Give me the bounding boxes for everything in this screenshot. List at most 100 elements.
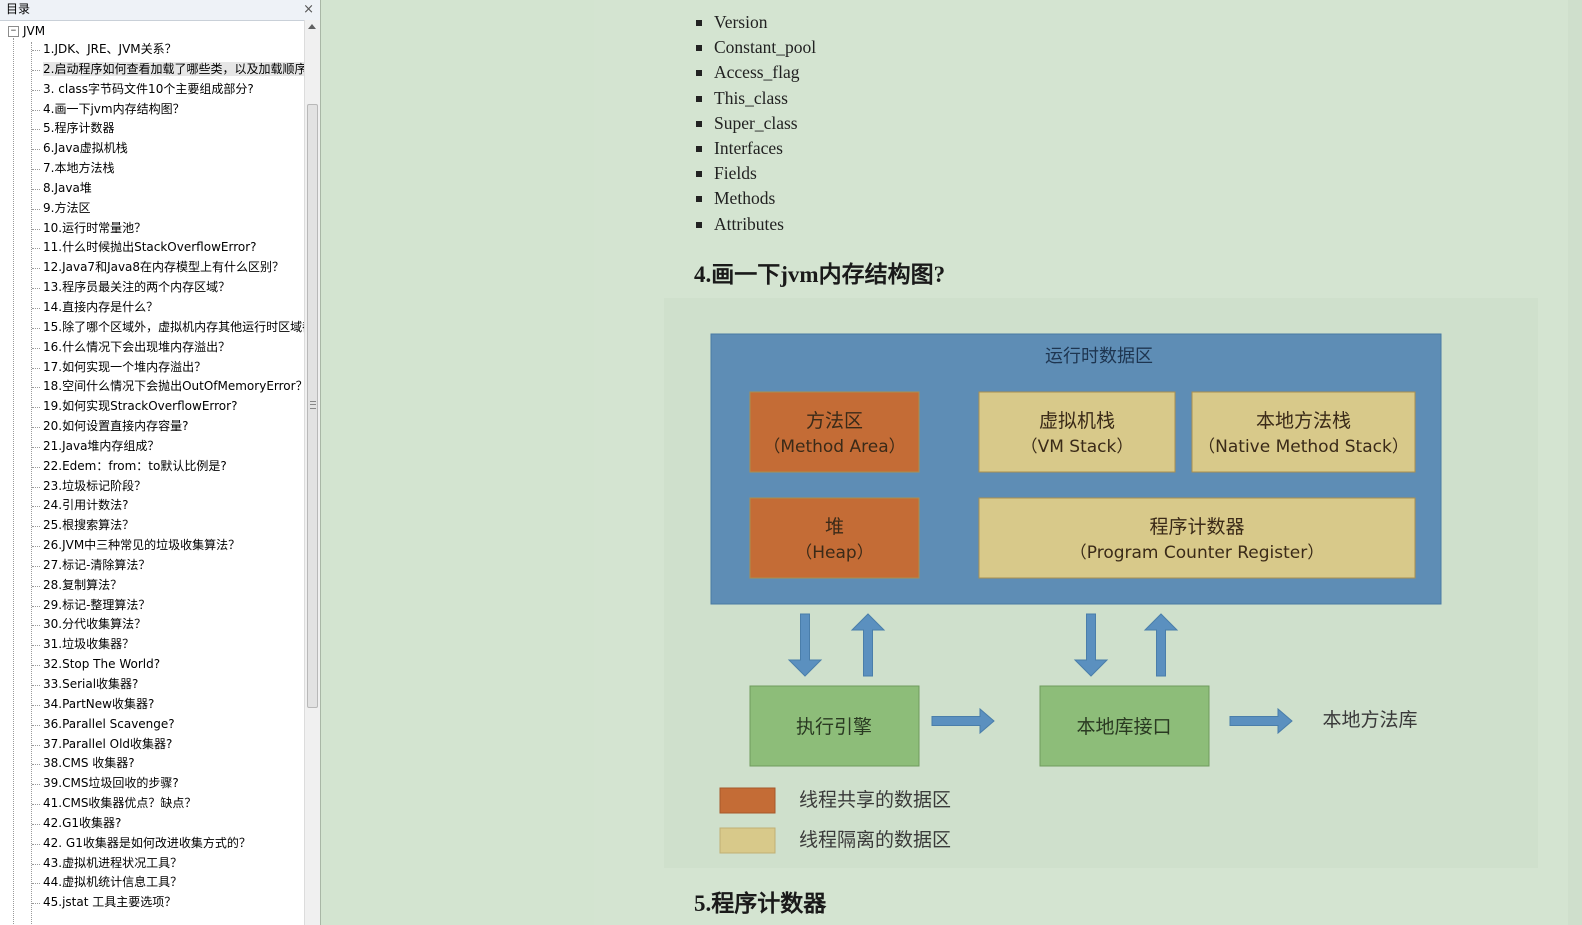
outline-item[interactable]: 10.运行时常量池？: [0, 219, 304, 239]
outline-item-label: 1.JDK、JRE、JVM关系？: [43, 42, 177, 56]
outline-item[interactable]: 39.CMS垃圾回收的步骤?: [0, 774, 304, 794]
outline-item-label: 8.Java堆: [43, 180, 92, 195]
grip-icon: [310, 401, 316, 409]
outline-item[interactable]: 12.Java7和Java8在内存模型上有什么区别？: [0, 258, 304, 278]
execution-engine-label: 执行引擎: [796, 716, 872, 738]
outline-item[interactable]: 42.G1收集器?: [0, 814, 304, 834]
outline-item-label: 39.CMS垃圾回收的步骤?: [43, 776, 179, 791]
section-heading-4: 4.画一下jvm内存结构图?: [694, 262, 946, 287]
outline-item[interactable]: 14.直接内存是什么？: [0, 298, 304, 318]
outline-item-label: 14.直接内存是什么？: [43, 299, 159, 314]
outline-item[interactable]: 16.什么情况下会出现堆内存溢出？: [0, 338, 304, 358]
outline-item-label: 45.jstat 工具主要选项？: [43, 895, 177, 910]
section-heading-5: 5.程序计数器: [694, 891, 827, 916]
scroll-up-arrow-icon[interactable]: [308, 24, 316, 29]
legend-swatch-isolated: [719, 827, 776, 854]
arrow-up-icon: [850, 613, 886, 677]
outline-item[interactable]: 36.Parallel Scavenge?: [0, 715, 304, 735]
outline-item[interactable]: 11.什么时候抛出StackOverflowError?: [0, 238, 304, 258]
outline-item[interactable]: 3. class字节码文件10个主要组成部分?: [0, 80, 304, 100]
outline-item-label: 16.什么情况下会出现堆内存溢出？: [43, 339, 231, 354]
outline-item[interactable]: 18.空间什么情况下会抛出OutOfMemoryError？: [0, 377, 304, 397]
outline-item[interactable]: 4.画一下jvm内存结构图？: [0, 100, 304, 120]
outline-title: 目录: [6, 2, 31, 16]
outline-item[interactable]: 8.Java堆: [0, 179, 304, 199]
list-item: Interfaces: [694, 136, 816, 161]
pc-register-box-name: 程序计数器: [1149, 516, 1244, 538]
outline-item-label: 25.根搜索算法？: [43, 518, 135, 533]
outline-item[interactable]: 29.标记-整理算法？: [0, 596, 304, 616]
outline-item[interactable]: 26.JVM中三种常见的垃圾收集算法？: [0, 536, 304, 556]
outline-item-label: 30.分代收集算法？: [43, 617, 147, 632]
outline-item-label: 36.Parallel Scavenge?: [43, 716, 175, 731]
outline-item-label: 31.垃圾收集器？: [43, 637, 135, 652]
heap-box: [749, 497, 920, 579]
collapse-icon[interactable]: −: [8, 25, 19, 37]
outline-item[interactable]: 15.除了哪个区域外，虚拟机内存其他运行时区域都: [0, 318, 304, 338]
outline-item[interactable]: 5.程序计数器: [0, 119, 304, 139]
outline-item[interactable]: 22.Edem：from：to默认比例是?: [0, 457, 304, 477]
native-stack-box-en: （Native Method Stack）: [1198, 437, 1409, 457]
outline-item-label: 19.如何实现StrackOverflowError?: [43, 399, 238, 414]
outline-item[interactable]: 7.本地方法栈: [0, 159, 304, 179]
outline-item[interactable]: 34.PartNew收集器?: [0, 695, 304, 715]
outline-item-label: 34.PartNew收集器?: [43, 696, 155, 711]
runtime-area-title: 运行时数据区: [1045, 346, 1153, 367]
outline-item[interactable]: 37.Parallel Old收集器?: [0, 735, 304, 755]
outline-list: 1.JDK、JRE、JVM关系？ 2.启动程序如何查看加载了哪些类，以及加载顺序 3…: [0, 40, 304, 913]
close-icon[interactable]: ×: [303, 2, 314, 17]
method-area-box-name: 方法区: [806, 410, 863, 432]
outline-item[interactable]: 17.如何实现一个堆内存溢出？: [0, 358, 304, 378]
heap-box-name: 堆: [825, 516, 844, 538]
native-interface-label: 本地库接口: [1076, 716, 1171, 738]
legend-label-isolated: 线程隔离的数据区: [799, 829, 951, 851]
tree-guide-line: [13, 38, 14, 925]
outline-scrollbar[interactable]: [304, 20, 320, 925]
outline-item[interactable]: 27.标记-清除算法？: [0, 556, 304, 576]
outline-item[interactable]: 31.垃圾收集器？: [0, 635, 304, 655]
outline-item[interactable]: 41.CMS收集器优点？缺点？: [0, 794, 304, 814]
outline-item[interactable]: 2.启动程序如何查看加载了哪些类，以及加载顺序: [0, 60, 304, 80]
list-item: Super_class: [694, 111, 816, 136]
native-stack-box: [1191, 391, 1416, 473]
scrollbar-thumb[interactable]: [307, 104, 318, 708]
outline-item[interactable]: 43.虚拟机进程状况工具？: [0, 854, 304, 874]
outline-item[interactable]: 38.CMS 收集器?: [0, 754, 304, 774]
tree-root-label: JVM: [23, 24, 46, 38]
list-item: This_class: [694, 86, 816, 111]
outline-item-label: 43.虚拟机进程状况工具？: [43, 855, 183, 870]
outline-item-label: 13.程序员最关注的两个内存区域？: [43, 280, 231, 295]
list-item: Version: [694, 10, 816, 35]
native-interface-box: [1039, 685, 1210, 767]
outline-item[interactable]: 45.jstat 工具主要选项？: [0, 893, 304, 913]
outline-item[interactable]: 1.JDK、JRE、JVM关系？: [0, 40, 304, 60]
outline-item-label: 2.启动程序如何查看加载了哪些类，以及加载顺序: [43, 61, 304, 76]
arrow-right-icon: [931, 707, 995, 735]
outline-item[interactable]: 23.垃圾标记阶段？: [0, 477, 304, 497]
outline-item-label: 22.Edem：from：to默认比例是?: [43, 458, 227, 473]
outline-item[interactable]: 19.如何实现StrackOverflowError?: [0, 397, 304, 417]
outline-item-label: 29.标记-整理算法？: [43, 597, 151, 612]
outline-item[interactable]: 44.虚拟机统计信息工具？: [0, 873, 304, 893]
outline-item[interactable]: 20.如何设置直接内存容量?: [0, 417, 304, 437]
outline-item-label: 18.空间什么情况下会抛出OutOfMemoryError？: [43, 379, 304, 394]
outline-item[interactable]: 42. G1收集器是如何改进收集方式的？: [0, 834, 304, 854]
outline-item[interactable]: 13.程序员最关注的两个内存区域？: [0, 278, 304, 298]
outline-item[interactable]: 21.Java堆内存组成？: [0, 437, 304, 457]
outline-item[interactable]: 25.根搜索算法？: [0, 516, 304, 536]
outline-item[interactable]: 24.引用计数法?: [0, 496, 304, 516]
outline-item-label: 26.JVM中三种常见的垃圾收集算法？: [43, 538, 241, 553]
outline-item[interactable]: 28.复制算法？: [0, 576, 304, 596]
native-library-label: 本地方法库: [1322, 709, 1417, 731]
outline-item[interactable]: 30.分代收集算法？: [0, 615, 304, 635]
outline-panel: 目录 × − JVM 1.JDK、JRE、JVM关系？ 2.启动程序如何查看加载了…: [0, 0, 321, 925]
outline-item[interactable]: 32.Stop The World?: [0, 655, 304, 675]
outline-item[interactable]: 33.Serial收集器?: [0, 675, 304, 695]
method-area-box-en: （Method Area）: [763, 437, 905, 457]
tree-root-jvm[interactable]: − JVM: [8, 22, 45, 40]
outline-item-label: 7.本地方法栈: [43, 161, 115, 176]
outline-item[interactable]: 6.Java虚拟机栈: [0, 139, 304, 159]
outline-item[interactable]: 9.方法区: [0, 199, 304, 219]
